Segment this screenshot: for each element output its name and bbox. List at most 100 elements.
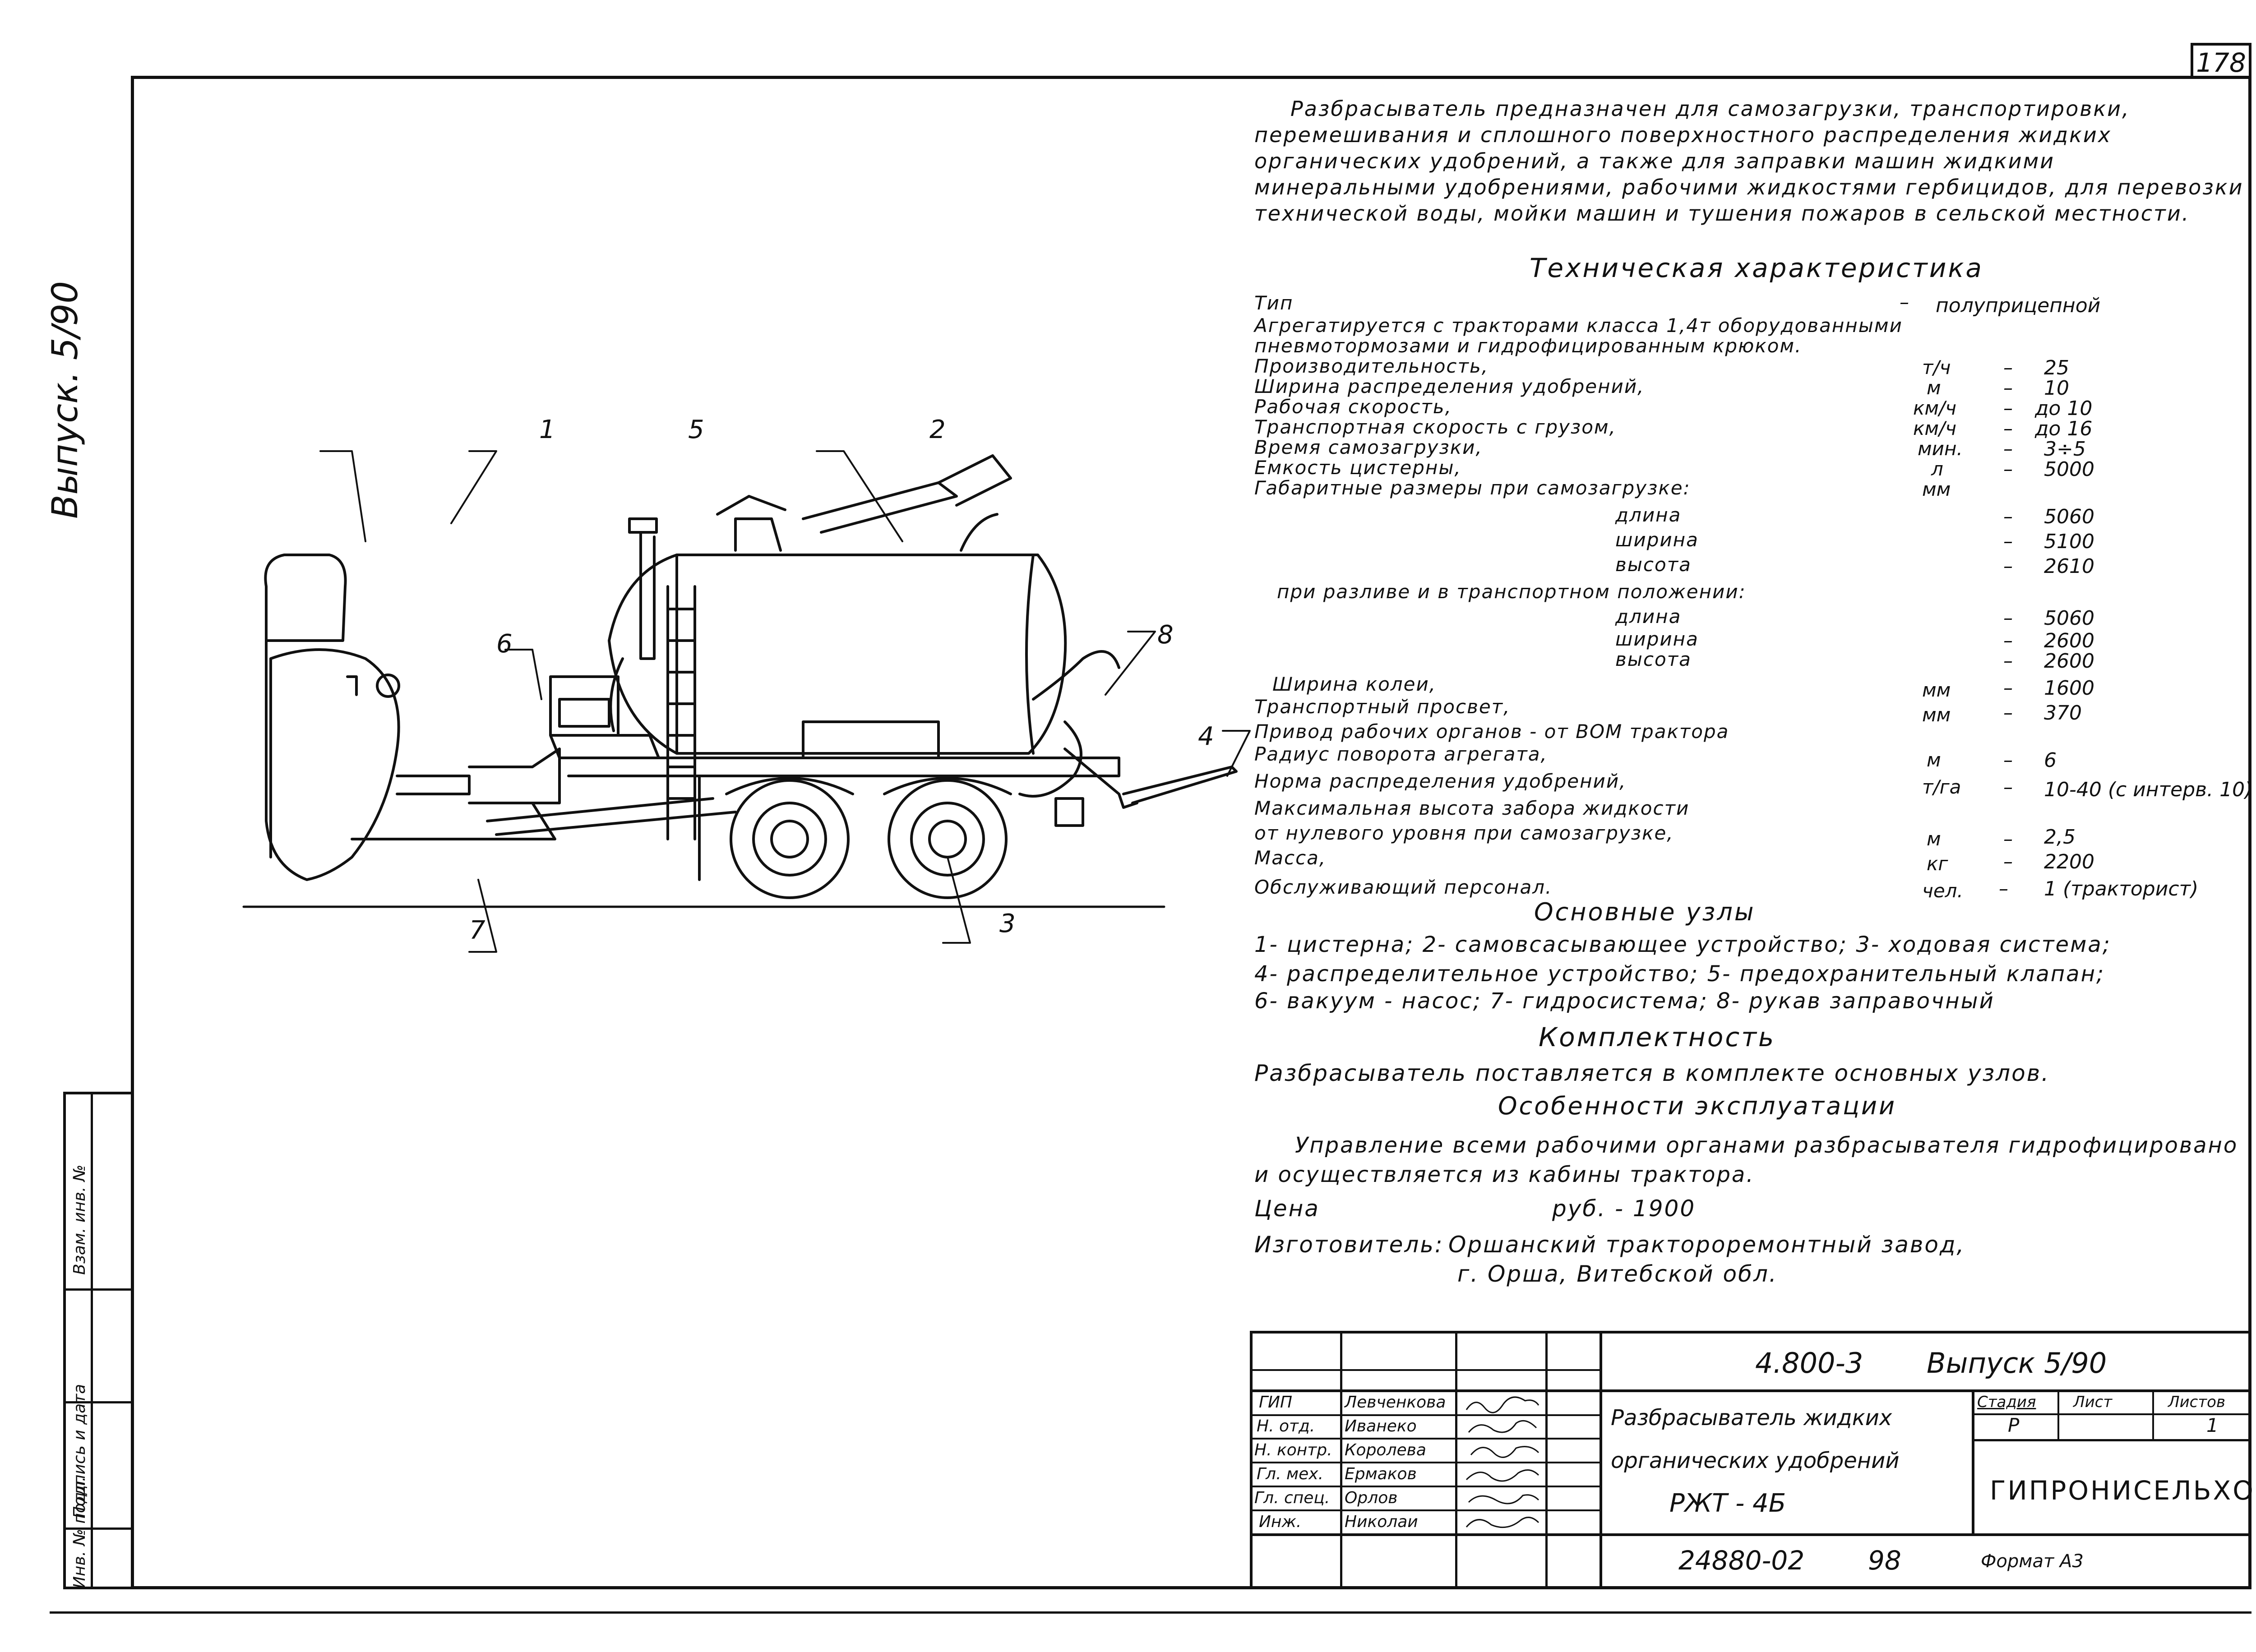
name-gip: Левченкова — [1345, 1393, 1446, 1412]
spec-unit: м — [1927, 749, 1941, 771]
spec-label: ширина — [1615, 529, 1699, 551]
spec-value: 2200 — [2044, 850, 2094, 873]
spec-dash: – — [2003, 555, 2013, 577]
units-line-3: 6- вакуум - насос; 7- гидросистема; 8- р… — [1254, 988, 1995, 1014]
title-block: 4.800-3 Выпуск 5/90 Разбрасыватель жидки… — [1250, 1331, 2256, 1589]
spec-label: Транспортная скорость с грузом, — [1254, 416, 1616, 438]
spec-dash: – — [2003, 776, 2013, 798]
maker-label: Изготовитель: — [1254, 1232, 1444, 1258]
spec-unit: мм — [1922, 478, 1951, 500]
left-margin-release: Выпуск. 5/90 — [27, 203, 117, 519]
spec-value: 6 — [2044, 749, 2057, 772]
sheet-header: Лист — [2073, 1393, 2113, 1411]
spec-label: высота — [1615, 554, 1692, 576]
spec-unit: л — [1931, 458, 1943, 480]
spec-label: Обслуживающий персонал. — [1254, 876, 1553, 898]
spreader-drawing — [242, 450, 1251, 953]
spec-value: до 10 — [2035, 397, 2093, 420]
spec-dash: – — [2003, 850, 2013, 872]
spec-value: 5060 — [2044, 607, 2094, 630]
release: Выпуск 5/90 — [1927, 1347, 2107, 1380]
spec-dash: – — [2003, 677, 2013, 699]
name-dept-head: Иванеко — [1345, 1417, 1417, 1435]
spec-value: 2600 — [2044, 629, 2094, 652]
spec-label: Агрегатируется с тракторами класса 1,4т … — [1254, 314, 1903, 337]
spec-label: Производительность, — [1254, 355, 1489, 377]
callout-4: 4 — [1198, 722, 1214, 751]
spec-dash: – — [1900, 291, 1909, 313]
spec-value: 1 (тракторист) — [2044, 877, 2199, 900]
name-chief-mech: Ермаков — [1345, 1465, 1417, 1483]
spec-label: Норма распределения удобрений, — [1254, 770, 1627, 792]
bottom-code: 24880-02 — [1678, 1545, 1805, 1576]
callout-3: 3 — [999, 909, 1016, 938]
ops-line-1: Управление всеми рабочими органами разбр… — [1295, 1133, 2238, 1158]
units-line-2: 4- распределительное устройство; 5- пред… — [1254, 961, 2105, 987]
spec-unit: т/ч — [1922, 356, 1951, 378]
title-line-2: органических удобрений — [1611, 1448, 1900, 1473]
strip-inv-no-original: Инв. № подл. — [70, 1476, 89, 1588]
spec-value: 25 — [2044, 356, 2069, 379]
spec-dash: – — [2003, 607, 2013, 629]
spec-label: Ширина колеи, — [1272, 673, 1437, 695]
spec-dash: – — [2003, 530, 2013, 552]
spec-unit: км/ч — [1913, 417, 1957, 439]
spec-value: 10-40 (с интерв. 10) — [2044, 778, 2253, 801]
spec-label: пневмотормозами и гидрофицированным крюк… — [1254, 335, 1802, 357]
spec-dash: – — [2003, 749, 2013, 771]
ops-heading: Особенности эксплуатации — [1498, 1092, 1897, 1120]
spec-value: 5000 — [2044, 458, 2094, 481]
maker-line-2: г. Орша, Витебской обл. — [1457, 1261, 1778, 1287]
intro-line-4: минеральными удобрениями, рабочими жидко… — [1254, 175, 2244, 199]
units-heading: Основные узлы — [1534, 898, 1756, 926]
spec-dash: – — [2003, 701, 2013, 724]
spec-label: длина — [1615, 605, 1682, 628]
intro-line-3: органических удобрений, а также для запр… — [1254, 149, 2055, 173]
price-value: руб. - 1900 — [1552, 1195, 1696, 1222]
callout-2: 2 — [929, 415, 946, 444]
spec-label: Время самозагрузки, — [1254, 436, 1483, 458]
maker-line-1: Оршанский тракторoремонтный завод, — [1448, 1232, 1965, 1258]
role-dept-head: Н. отд. — [1257, 1417, 1315, 1435]
signatures — [1465, 1396, 1539, 1528]
spec-value: 2600 — [2044, 650, 2094, 673]
bottom-page: 98 — [1868, 1545, 1901, 1576]
spec-value: до 16 — [2035, 417, 2093, 440]
spec-label: Привод рабочих органов - от ВОМ трактора — [1254, 720, 1729, 743]
left-margin-release-text: Выпуск. 5/90 — [45, 281, 86, 519]
spec-label: Ширина распределения удобрений, — [1254, 375, 1645, 397]
spec-value: 5060 — [2044, 505, 2094, 528]
strip-replaced-inv-no: Взам. инв. № — [70, 1164, 89, 1275]
sheets-header: Листов — [2168, 1393, 2226, 1411]
spec-unit: т/га — [1922, 776, 1961, 798]
spec-value: полуприцепной — [1936, 294, 2101, 317]
spec-label: Масса, — [1254, 847, 1327, 869]
spec-label: Рабочая скорость, — [1254, 396, 1452, 418]
role-gip: ГИП — [1259, 1393, 1293, 1412]
spec-dash: – — [1999, 877, 2008, 900]
strip-divider — [66, 1288, 131, 1291]
spec-dash: – — [2003, 629, 2013, 651]
spec-value: 2,5 — [2044, 826, 2076, 849]
role-engineer: Инж. — [1259, 1513, 1302, 1531]
spec-label: Максимальная высота забора жидкости — [1254, 797, 1690, 819]
spec-dash: – — [2003, 828, 2013, 850]
spec-unit: мм — [1922, 704, 1951, 726]
price-label: Цена — [1254, 1195, 1320, 1222]
callout-6: 6 — [496, 629, 513, 659]
spec-unit: м — [1927, 377, 1941, 399]
organization: ГИПРОНИСЕЛЬХОЗ — [1990, 1475, 2256, 1506]
spec-value: 1600 — [2044, 677, 2094, 700]
spec-unit: кг — [1927, 853, 1948, 875]
spec-dash: – — [2003, 438, 2013, 460]
spec-dash: – — [2003, 458, 2013, 480]
sheet-frame — [131, 76, 2251, 1589]
stamp-strip: Взам. инв. № Подпись и дата Инв. № подл. — [63, 1092, 131, 1589]
spec-dash: – — [2003, 356, 2013, 378]
units-line-1: 1- цистерна; 2- самовсасывающее устройст… — [1254, 932, 2111, 957]
spec-label: Транспортный просвет, — [1254, 696, 1511, 718]
strip-divider — [66, 1527, 131, 1530]
spec-dash: – — [2003, 377, 2013, 399]
bottom-trim-line — [50, 1611, 2251, 1614]
kit-text: Разбрасыватель поставляется в комплекте … — [1254, 1060, 2050, 1086]
